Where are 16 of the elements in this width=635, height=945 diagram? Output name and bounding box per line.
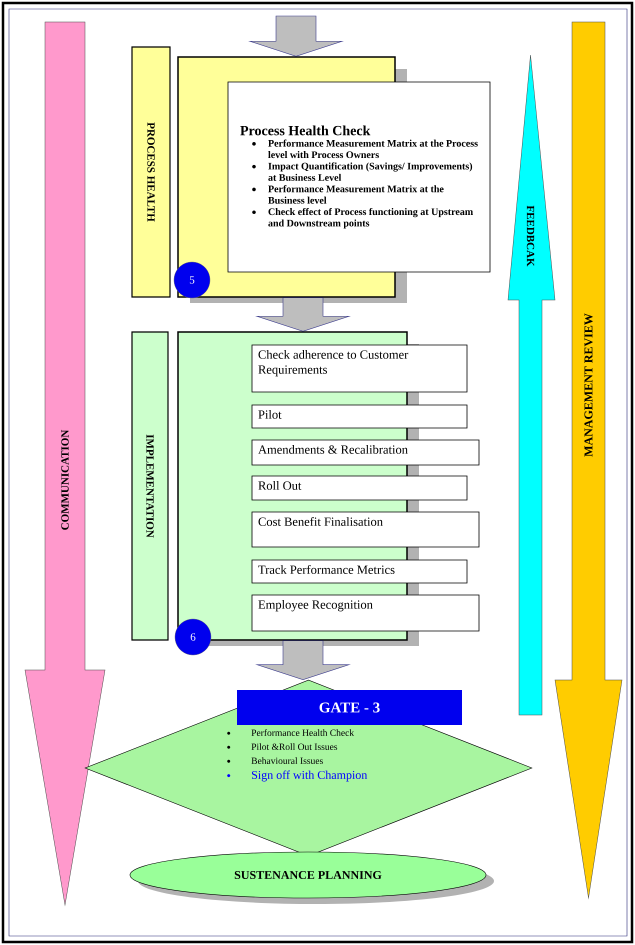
block-arrow — [255, 640, 351, 680]
feedback-banner: FEEDBCAK — [508, 54, 556, 716]
step-box: Employee Recognition — [252, 594, 480, 632]
step-box: Roll Out — [252, 476, 468, 500]
block-arrow — [255, 297, 351, 332]
step-box: Amendments & Recalibration — [252, 440, 480, 466]
label-band: IMPLEMENTATION — [131, 331, 169, 641]
block-arrow — [248, 16, 344, 57]
text-box: Process Health Check Performance Measurement Matrix at the Process level with Process Owners Impact Quantification (Savings/ Improvements) at Business Level Performance Measurement Matrix at the Business level Check effect of Process functioning at Upstream and Downstream points — [228, 82, 490, 272]
review-banner: MANAGEMENT REVIEW — [554, 22, 622, 898]
label-band: PROCESS HEALTH — [131, 46, 171, 298]
step-box: Check adherence to Customer Requirements — [252, 344, 468, 392]
step-box: Cost Benefit Finalisation — [252, 512, 480, 548]
step-box: Track Performance Metrics — [252, 560, 468, 584]
communication-banner: COMMUNICATION — [24, 22, 106, 906]
step-box: Pilot — [252, 404, 468, 428]
